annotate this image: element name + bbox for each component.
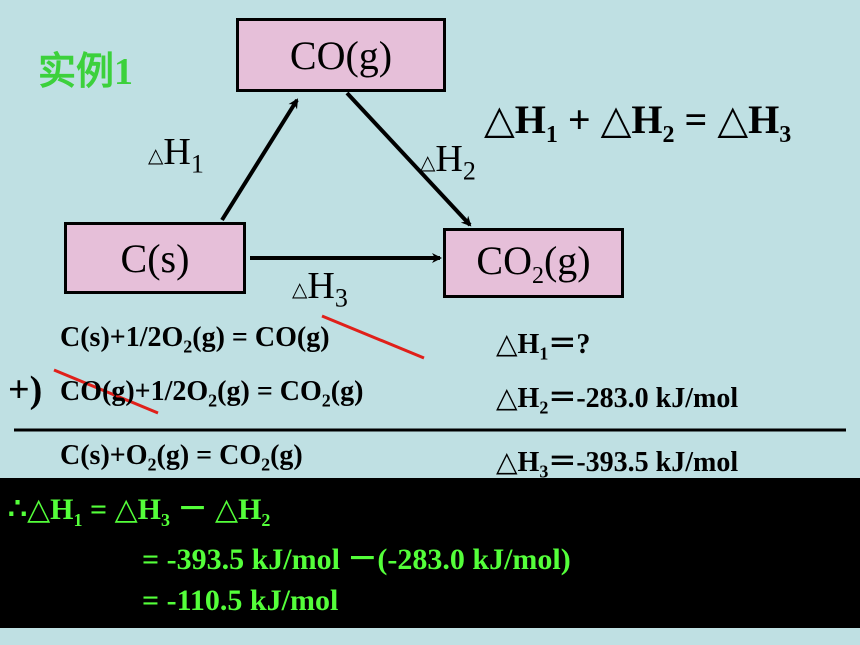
hess-relation: △H1 + △H2 = △H3: [484, 97, 792, 148]
node-co-label: CO(g): [289, 32, 393, 78]
node-co2-label: CO2(g): [476, 237, 591, 289]
label-dh3: △H3: [292, 265, 348, 313]
label-dh1: △H1: [148, 131, 204, 179]
strike-co-2: [53, 368, 159, 415]
node-c: C(s): [64, 222, 246, 294]
strike-co-1: [321, 314, 425, 360]
reaction-2: CO(g)+1/2O2(g) = CO2(g): [60, 376, 364, 411]
slide-title: 实例1: [38, 51, 134, 93]
calc-line-1: ∴△H1 = △H3 － △H2: [8, 493, 271, 530]
reaction-1: C(s)+1/2O2(g) = CO(g): [60, 322, 330, 357]
calc-line-2: = -393.5 kJ/mol －(-283.0 kJ/mol): [142, 543, 571, 576]
calc-result: = -110.5 kJ/mol: [142, 584, 339, 617]
reaction-3: C(s)+O2(g) = CO2(g): [60, 440, 303, 475]
sum-sign: +): [8, 369, 43, 411]
reaction-3-dh: △H3＝-393.5 kJ/mol: [496, 447, 739, 482]
node-co2: CO2(g): [443, 228, 624, 298]
arrow-c-to-co: [220, 98, 299, 222]
label-dh2: △H2: [420, 138, 476, 186]
calculation-panel: [0, 478, 860, 628]
reaction-1-dh: △H1＝?: [496, 329, 591, 364]
arrow-co-to-co2: [345, 91, 472, 227]
reaction-2-dh: △H2＝-283.0 kJ/mol: [496, 383, 739, 418]
node-c-label: C(s): [120, 235, 190, 281]
node-co: CO(g): [236, 18, 446, 92]
